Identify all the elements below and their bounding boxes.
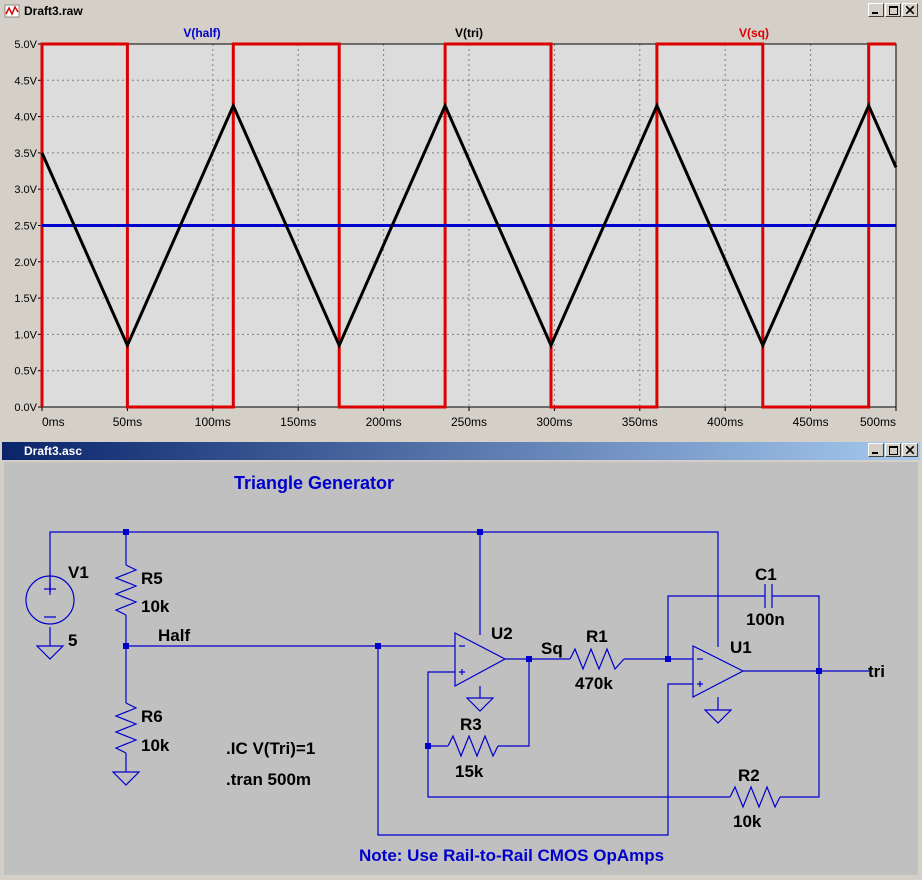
r6-ref: R6 (141, 707, 163, 726)
r6-zigzag[interactable] (114, 702, 138, 754)
wire[interactable] (780, 671, 820, 798)
trace-vsq[interactable] (40, 42, 896, 409)
r3-ref: R3 (460, 715, 482, 734)
schematic-canvas[interactable]: Triangle Generator Note: Use Rail-to-Rai… (4, 462, 918, 875)
x-tick-label: 400ms (707, 415, 743, 429)
minimize-button[interactable] (868, 3, 884, 17)
r1-value: 470k (575, 674, 613, 693)
x-tick-label: 300ms (536, 415, 572, 429)
r2-value: 10k (733, 812, 762, 831)
u1-ref: U1 (730, 638, 752, 657)
x-tick-label: 350ms (622, 415, 658, 429)
waveform-titlebar[interactable]: Draft3.raw (2, 2, 920, 20)
wire[interactable] (667, 595, 765, 659)
schematic-titlebar[interactable]: Draft3.asc (2, 442, 920, 460)
ic-directive: .IC V(Tri)=1 (226, 739, 315, 758)
schematic-note: Note: Use Rail-to-Rail CMOS OpAmps (359, 846, 664, 865)
r2-zigzag[interactable] (729, 785, 781, 809)
ground-icon (35, 645, 65, 660)
trace-label-vsq[interactable]: V(sq) (739, 26, 769, 40)
plot-pane[interactable]: 5.0V 4.5V 4.0V 3.5V 3.0V 2.5V 2.0V 1.5V 1.0V 0.5V… (2, 22, 920, 434)
close-icon (906, 446, 914, 454)
y-tick-label: 1.5V (14, 293, 37, 305)
net-label-tri: tri (868, 662, 885, 681)
x-tick-label: 50ms (113, 415, 142, 429)
r1-ref: R1 (586, 627, 608, 646)
ground-icon (111, 771, 141, 786)
y-tick-label: 3.5V (14, 148, 37, 160)
r3-zigzag[interactable] (447, 734, 499, 758)
r2-ref: R2 (738, 766, 760, 785)
waveform-plot[interactable]: 5.0V 4.5V 4.0V 3.5V 3.0V 2.5V 2.0V 1.5V 1.0V 0.5V… (2, 22, 920, 434)
wire[interactable] (427, 671, 730, 798)
net-label-sq: Sq (541, 639, 563, 658)
v1-ref: V1 (68, 563, 89, 582)
waveform-app-icon (4, 4, 20, 18)
close-icon (906, 6, 914, 14)
waveform-window[interactable]: Draft3.raw 5.0V 4.5V 4.0V 3.5V 3.0V 2.5V 2.0V 1… (0, 0, 922, 436)
y-tick-label: 2.0V (14, 257, 37, 269)
v1-value: 5 (68, 631, 77, 650)
maximize-icon (888, 445, 898, 455)
x-tick-label: 100ms (195, 415, 231, 429)
y-tick-label: 0.5V (14, 366, 37, 378)
minimize-icon (872, 12, 878, 14)
minimize-icon (872, 452, 878, 454)
schematic-heading: Triangle Generator (234, 473, 394, 493)
ground-icon (703, 709, 733, 724)
wire[interactable] (377, 646, 693, 836)
wire[interactable] (772, 595, 820, 671)
c1-plates[interactable] (764, 584, 773, 608)
x-tick-label: 0ms (42, 415, 65, 429)
r5-ref: R5 (141, 569, 163, 588)
c1-ref: C1 (755, 565, 777, 584)
u1-body[interactable] (692, 645, 745, 698)
y-tick-label: 4.5V (14, 75, 37, 87)
y-tick-label: 1.0V (14, 329, 37, 341)
u2-ref: U2 (491, 624, 513, 643)
wire[interactable] (49, 531, 719, 647)
trace-label-vhalf[interactable]: V(half) (183, 26, 220, 40)
r3-value: 15k (455, 762, 484, 781)
close-button[interactable] (902, 3, 918, 17)
y-tick-label: 0.0V (14, 402, 37, 414)
x-tick-label: 450ms (793, 415, 829, 429)
tran-directive: .tran 500m (226, 770, 311, 789)
x-tick-label: 200ms (366, 415, 402, 429)
maximize-button[interactable] (885, 3, 901, 17)
u2-body[interactable] (454, 632, 507, 688)
r5-zigzag[interactable] (114, 564, 138, 616)
y-tick-label: 3.0V (14, 184, 37, 196)
maximize-icon (888, 5, 898, 15)
x-tick-label: 500ms (860, 415, 896, 429)
trace-label-vtri[interactable]: V(tri) (455, 26, 483, 40)
y-tick-label: 2.5V (14, 221, 37, 233)
trace-vtri[interactable] (40, 101, 898, 350)
r6-value: 10k (141, 736, 170, 755)
schematic-window[interactable]: Draft3.asc (0, 440, 922, 877)
maximize-button[interactable] (885, 443, 901, 457)
net-label-half: Half (158, 626, 190, 645)
y-tick-label: 5.0V (14, 39, 37, 51)
x-tick-label: 250ms (451, 415, 487, 429)
minimize-button[interactable] (868, 443, 884, 457)
y-tick-label: 4.0V (14, 112, 37, 124)
close-button[interactable] (902, 443, 918, 457)
r1-zigzag[interactable] (569, 647, 625, 671)
r5-value: 10k (141, 597, 170, 616)
schematic-drawing[interactable]: Triangle Generator Note: Use Rail-to-Rai… (4, 462, 918, 875)
x-tick-label: 150ms (280, 415, 316, 429)
schematic-window-title: Draft3.asc (24, 444, 83, 458)
wire[interactable] (498, 659, 530, 747)
ground-icon (465, 697, 495, 712)
c1-value: 100n (746, 610, 785, 629)
waveform-window-title: Draft3.raw (24, 4, 83, 18)
